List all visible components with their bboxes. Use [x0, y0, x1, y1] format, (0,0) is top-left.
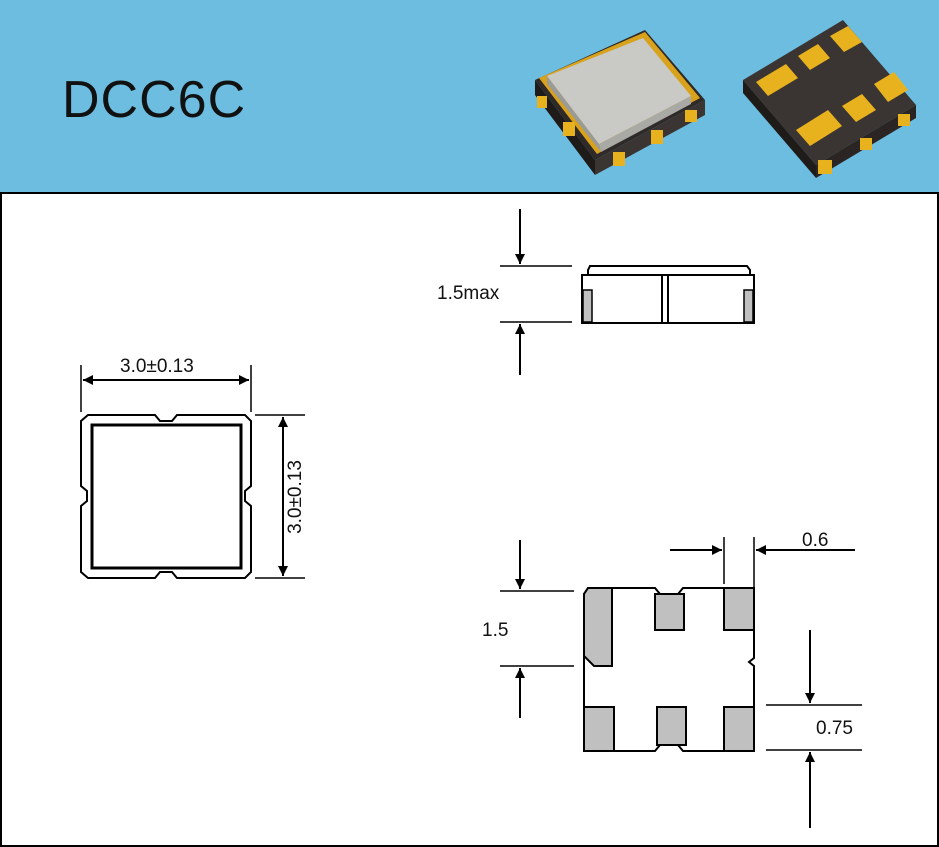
pad-1: [583, 587, 613, 667]
side-view-height-dimension: [500, 209, 572, 375]
bottom-view-pads: [583, 587, 755, 752]
bottom-view-pitch-dimension: [500, 540, 574, 718]
top-view-width-dimension: [80, 365, 252, 412]
component-photo-bottom: [743, 20, 916, 178]
part-number-title: DCC6C: [62, 71, 247, 129]
pad-5: [656, 706, 687, 746]
bottom-view-pad-width-dimension: [670, 537, 855, 598]
bottom-view-pad-height-dimension: [766, 630, 862, 828]
bottom-view-pad-width-label: 0.6: [802, 530, 829, 551]
top-view-height-label: 3.0±0.13: [285, 460, 306, 534]
bottom-view-pad-height-label: 0.75: [816, 718, 853, 739]
pad-4: [583, 706, 615, 752]
top-view-height-dimension: [255, 414, 305, 579]
top-view-outline: [80, 414, 252, 579]
bottom-view-pitch-label: 1.5: [482, 620, 509, 641]
component-photo-top: [535, 30, 705, 175]
side-view-height-label: 1.5max: [437, 283, 500, 304]
top-view-width-label: 3.0±0.13: [120, 356, 194, 377]
drawing-frame: [0, 192, 939, 847]
side-view-outline: [581, 265, 755, 324]
pad-6: [723, 706, 755, 752]
pad-2: [654, 593, 685, 631]
pad-3: [723, 587, 755, 631]
